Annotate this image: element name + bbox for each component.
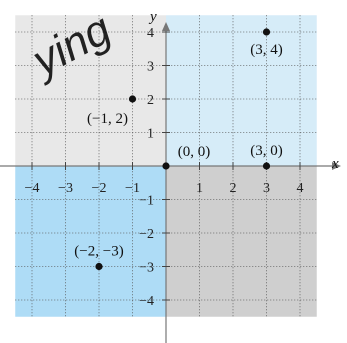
quadrant-3 xyxy=(15,166,166,317)
x-tick-label: −1 xyxy=(125,181,140,196)
y-tick-label: 4 xyxy=(147,26,154,41)
quadrant-1 xyxy=(166,15,317,166)
point-label: (3, 0) xyxy=(250,143,283,159)
data-points xyxy=(95,28,271,271)
y-tick-label: 2 xyxy=(147,93,154,108)
point-label: (0, 0) xyxy=(178,144,211,160)
y-tick-label: −1 xyxy=(139,194,154,209)
y-axis-arrow-icon xyxy=(162,22,170,31)
point-label: (−1, 2) xyxy=(87,111,128,127)
data-point xyxy=(95,262,103,271)
x-tick-label: 4 xyxy=(297,181,304,196)
tick-marks xyxy=(31,31,301,301)
data-point xyxy=(262,28,271,36)
x-axis-label: x xyxy=(331,156,339,172)
x-tick-label: 3 xyxy=(263,181,270,196)
quadrant-shading xyxy=(15,15,317,317)
point-label: (3, 4) xyxy=(250,42,283,58)
data-point xyxy=(262,162,271,170)
y-tick-label: 3 xyxy=(147,60,154,75)
x-tick-label: −4 xyxy=(25,181,40,196)
x-tick-label: 2 xyxy=(230,181,237,196)
data-point xyxy=(128,95,137,103)
y-tick-label: −2 xyxy=(139,227,154,242)
y-axis-label: y xyxy=(148,9,157,25)
quadrant-4 xyxy=(166,166,317,317)
x-tick-label: −3 xyxy=(58,181,73,196)
point-labels: (3, 4) (−1, 2) (0, 0) (3, 0) (−2, −3) xyxy=(74,42,282,260)
data-point xyxy=(162,162,170,170)
point-label: (−2, −3) xyxy=(74,244,123,260)
y-tick-label: −3 xyxy=(139,261,154,276)
quadrant-2 xyxy=(15,15,166,166)
y-tick-label: −4 xyxy=(139,294,154,309)
tick-labels: −4 −3 −2 −1 1 2 3 4 4 3 2 1 −1 −2 −3 −4 xyxy=(25,26,304,309)
x-tick-label: 1 xyxy=(196,181,203,196)
x-axis-arrow-icon xyxy=(332,162,341,170)
y-tick-label: 1 xyxy=(147,127,154,142)
x-tick-label: −2 xyxy=(92,181,107,196)
